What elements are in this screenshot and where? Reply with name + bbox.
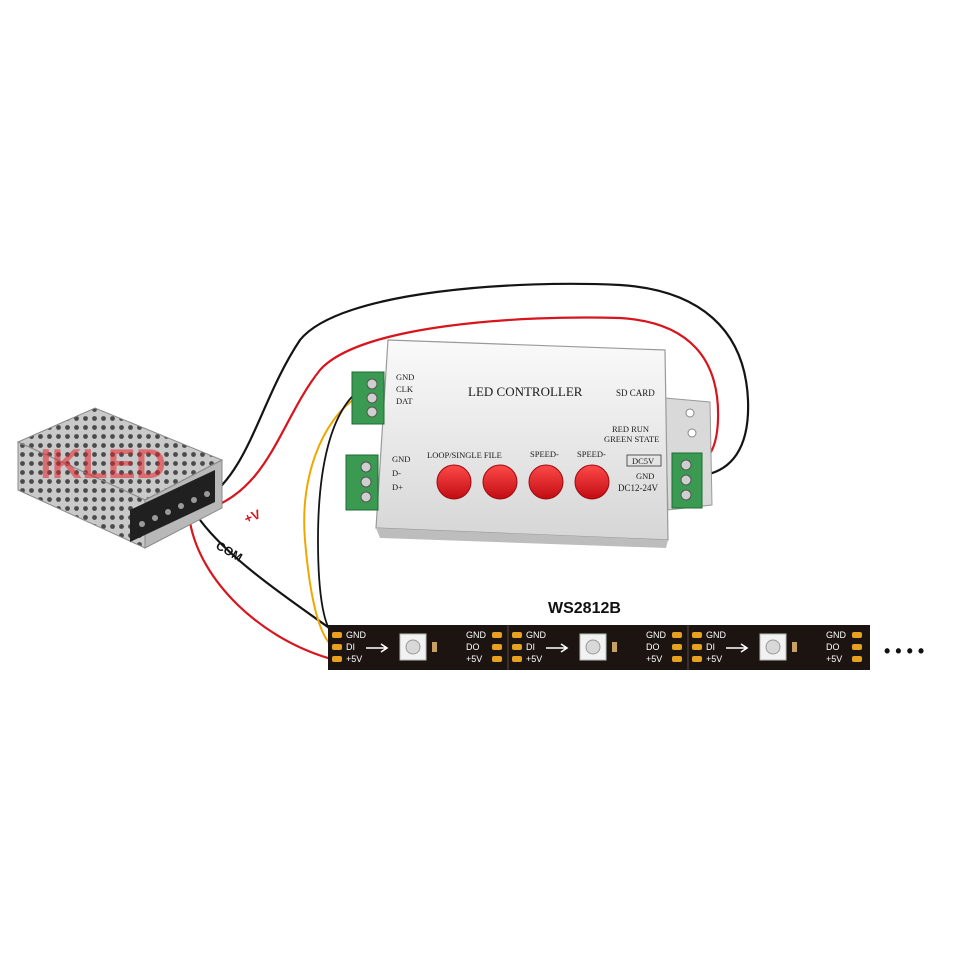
strip-pin-left: +5V [706, 654, 722, 664]
solder-pad [492, 632, 502, 638]
wire-black-top [204, 282, 750, 501]
wire-black-com [199, 519, 336, 633]
strip-pin-right: +5V [646, 654, 662, 664]
strip-pin-left: GND [706, 630, 727, 640]
strip-model-title: WS2812B [548, 600, 621, 617]
wire-red-5v [188, 521, 336, 662]
strip-segment-1: GND GND DI DO +5V +5V [332, 630, 502, 664]
solder-pad [512, 656, 522, 662]
arrow-right-icon [366, 643, 389, 653]
psu-watermark: IKLED [40, 440, 166, 487]
arrow-right-icon [546, 643, 569, 653]
terminal-top-left [351, 371, 385, 425]
pin-bot-0: GND [392, 454, 410, 464]
solder-pad [492, 644, 502, 650]
pin-bot-1: D- [392, 468, 401, 478]
strip-pin-left: DI [706, 642, 715, 652]
dc5v-label: DC5V [632, 456, 655, 466]
solder-pad [692, 656, 702, 662]
strip-pin-right: GND [826, 630, 847, 640]
led-lens-icon [765, 639, 781, 655]
wires: +V COM [188, 282, 750, 662]
plus-v-label: +V [242, 506, 263, 526]
capacitor-icon [792, 642, 797, 652]
led-lens-icon [585, 639, 601, 655]
dc5v-box [626, 454, 662, 467]
psu-terminal-block [130, 470, 215, 542]
strip-pin-right: GND [646, 630, 667, 640]
led-lens-icon [405, 639, 421, 655]
controller-title: LED CONTROLLER [468, 384, 583, 399]
status-line2: GREEN STATE [604, 434, 659, 444]
wire-yellow-data [303, 394, 361, 649]
solder-pad [852, 644, 862, 650]
solder-pad [672, 656, 682, 662]
strip-pin-right: +5V [466, 654, 482, 664]
strip-pin-right: GND [466, 630, 487, 640]
button-2[interactable] [482, 464, 518, 500]
strip-pin-left: +5V [526, 654, 542, 664]
solder-pad [492, 656, 502, 662]
strip-pin-right: DO [826, 642, 840, 652]
solder-pad [672, 644, 682, 650]
solder-pad [692, 644, 702, 650]
controller-front-lip [376, 528, 668, 548]
solder-pad [692, 632, 702, 638]
strip-pin-left: GND [346, 630, 367, 640]
solder-pad [332, 656, 342, 662]
strip-pin-right: DO [466, 642, 480, 652]
button-label-speed-a: SPEED- [530, 449, 559, 459]
capacitor-icon [432, 642, 437, 652]
solder-pad [512, 632, 522, 638]
pin-top-1: CLK [396, 384, 414, 394]
solder-pad [852, 656, 862, 662]
pin-bot-2: D+ [392, 482, 403, 492]
wire-red-top [204, 316, 720, 512]
led-controller: LED CONTROLLER SD CARD RED RUN GREEN STA… [345, 339, 713, 548]
terminal-bottom-left [345, 454, 379, 511]
gnd-label: GND [636, 471, 654, 481]
button-label-loop: LOOP/SINGLE FILE [427, 450, 502, 460]
strip-pin-left: GND [526, 630, 547, 640]
solder-pad [672, 632, 682, 638]
power-supply: IKLED [16, 407, 224, 549]
button-3[interactable] [528, 464, 564, 500]
strip-segment-3: GND GND DI DO +5V +5V [687, 625, 862, 670]
strip-continuation: • • • • [884, 641, 924, 661]
wire-black-gnd [317, 387, 363, 637]
arrow-right-icon [726, 643, 749, 653]
strip-pin-left: +5V [346, 654, 362, 664]
sd-card-label: SD CARD [616, 388, 655, 398]
strip-pin-right: +5V [826, 654, 842, 664]
pin-top-2: DAT [396, 396, 413, 406]
led-chip-icon [579, 633, 607, 661]
solder-pad [332, 632, 342, 638]
button-1[interactable] [436, 464, 472, 500]
solder-pad [512, 644, 522, 650]
pin-top-0: GND [396, 372, 414, 382]
strip-pin-left: DI [526, 642, 535, 652]
solder-pad [332, 644, 342, 650]
strip-segments: GND GND DI DO +5V +5V GND GND DI DO +5V +5V GND GND DI… [332, 625, 862, 670]
strip-segment-2: GND GND DI DO +5V +5V [507, 625, 682, 670]
solder-pad [852, 632, 862, 638]
button-label-speed-b: SPEED- [577, 449, 606, 459]
psu-terminals [139, 491, 210, 527]
capacitor-icon [612, 642, 617, 652]
dc-input-label: DC12-24V [618, 483, 658, 493]
terminal-right [671, 452, 703, 509]
strip-pin-left: DI [346, 642, 355, 652]
strip-pin-right: DO [646, 642, 660, 652]
button-4[interactable] [574, 464, 610, 500]
status-line1: RED RUN [612, 424, 649, 434]
